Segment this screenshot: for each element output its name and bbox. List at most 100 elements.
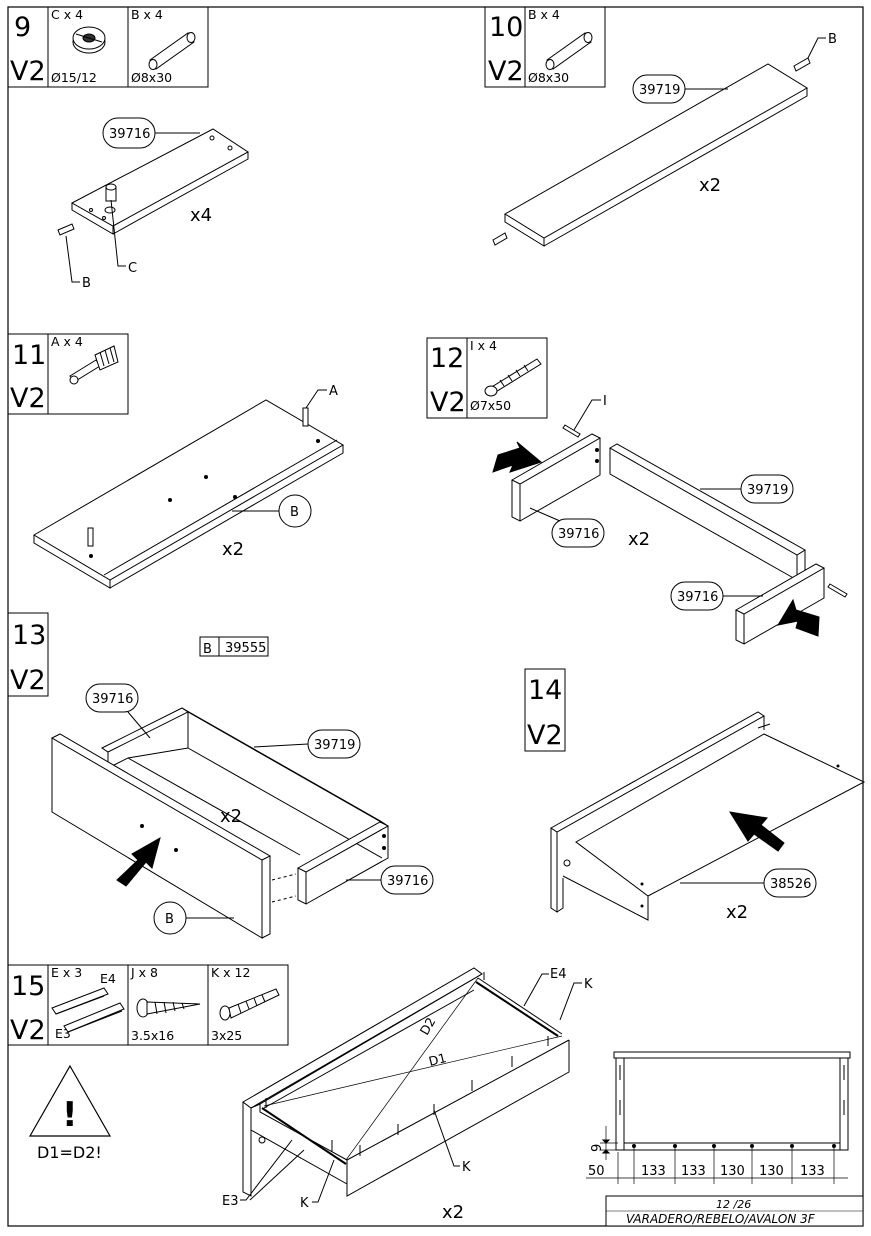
dowel-icon bbox=[148, 32, 196, 70]
callout-39716: 39716 bbox=[529, 507, 605, 548]
callout-b: B bbox=[153, 901, 234, 935]
svg-text:K: K bbox=[462, 1160, 471, 1175]
arrow-icon bbox=[728, 811, 785, 852]
callout-39716: 39716 bbox=[85, 683, 151, 739]
svg-text:B: B bbox=[290, 505, 299, 520]
step-15: 15 V2 E x 3 E4 E3 J x 8 3.5x16 K x 12 3x… bbox=[7, 964, 851, 1223]
step-12: 12 V2 I x 4 Ø7x50 bbox=[426, 337, 848, 645]
svg-text:B: B bbox=[82, 276, 91, 291]
svg-text:!: ! bbox=[62, 1095, 78, 1135]
callout-k: K bbox=[300, 1159, 335, 1211]
board-39719 bbox=[492, 57, 811, 247]
drawer-frame bbox=[50, 707, 390, 939]
svg-text:E3: E3 bbox=[222, 1194, 239, 1209]
step-version: V2 bbox=[527, 720, 563, 751]
callout-39719: 39719 bbox=[700, 474, 794, 504]
drawer-assembly bbox=[550, 711, 866, 921]
dimension-value: 50 bbox=[588, 1164, 605, 1179]
part-size: 3x25 bbox=[211, 1028, 242, 1043]
svg-text:B: B bbox=[203, 642, 212, 657]
part-size: Ø7x50 bbox=[470, 398, 511, 413]
drawer-slide-icon bbox=[51, 987, 125, 1033]
callout-b: B bbox=[232, 494, 312, 528]
svg-text:39555: 39555 bbox=[225, 641, 266, 656]
part-qty: C x 4 bbox=[51, 7, 83, 22]
callout-k: K bbox=[559, 977, 593, 1021]
cabinet-carcass: D2 D1 bbox=[242, 967, 570, 1197]
step-version: V2 bbox=[10, 56, 46, 87]
connector-bolt-icon bbox=[69, 345, 119, 385]
svg-text:39716: 39716 bbox=[677, 590, 718, 605]
dimension-value: 130 bbox=[720, 1164, 745, 1179]
svg-text:C: C bbox=[128, 261, 137, 276]
svg-text:39716: 39716 bbox=[92, 692, 133, 707]
side-panel-39716-back bbox=[734, 563, 826, 645]
svg-text:39716: 39716 bbox=[558, 527, 599, 542]
part-size: 3.5x16 bbox=[131, 1028, 174, 1043]
long-panel-39719 bbox=[608, 443, 806, 581]
callout-i: I bbox=[573, 394, 607, 431]
part-qty: B x 4 bbox=[131, 7, 163, 22]
svg-text:A: A bbox=[329, 384, 338, 399]
step-version: V2 bbox=[430, 387, 466, 418]
svg-text:K: K bbox=[584, 977, 593, 992]
svg-text:38526: 38526 bbox=[770, 877, 811, 892]
part-qty: K x 12 bbox=[211, 965, 250, 980]
step-version: V2 bbox=[488, 56, 524, 87]
step-version: V2 bbox=[10, 1015, 46, 1046]
callout-b: B bbox=[807, 32, 837, 59]
quantity-multiplier: x2 bbox=[222, 539, 244, 560]
dowel-icon bbox=[545, 32, 593, 70]
quantity-multiplier: x2 bbox=[628, 529, 650, 550]
board-39716 bbox=[57, 128, 249, 236]
svg-text:39719: 39719 bbox=[747, 483, 788, 498]
svg-text:B: B bbox=[828, 32, 837, 47]
part-qty: J x 8 bbox=[130, 965, 158, 980]
step-number: 10 bbox=[489, 12, 523, 43]
screw bbox=[562, 424, 848, 598]
callout-39719: 39719 bbox=[253, 729, 361, 759]
step-14: 14 V2 38526 x2 bbox=[524, 668, 866, 923]
part-qty: A x 4 bbox=[51, 334, 83, 349]
step-number: 9 bbox=[14, 12, 31, 43]
svg-text:39719: 39719 bbox=[639, 83, 680, 98]
front-view-drawing bbox=[613, 1051, 851, 1151]
step-version: V2 bbox=[10, 383, 46, 414]
dimension-value: 130 bbox=[759, 1164, 784, 1179]
part-size: Ø8x30 bbox=[528, 70, 569, 85]
callout-39716: 39716 bbox=[102, 117, 200, 149]
quantity-multiplier: x2 bbox=[726, 902, 748, 923]
part-qty: E x 3 bbox=[51, 965, 82, 980]
callout-38526: 38526 bbox=[680, 868, 817, 898]
part-qty: I x 4 bbox=[470, 338, 497, 353]
callout-39719: 39719 bbox=[632, 74, 728, 104]
part-extra: E4 bbox=[100, 971, 116, 986]
warning-text: D1=D2! bbox=[37, 1143, 102, 1162]
callout-e4: E4 bbox=[523, 967, 567, 1007]
callout-c: C bbox=[110, 199, 137, 276]
quantity-multiplier: x2 bbox=[699, 175, 721, 196]
svg-text:K: K bbox=[300, 1196, 309, 1211]
footer-title: VARADERO/REBELO/AVALON 3F bbox=[626, 1212, 816, 1226]
callout-a: A bbox=[305, 384, 338, 409]
diagonal-label: D2 bbox=[417, 1015, 439, 1038]
svg-text:39716: 39716 bbox=[109, 127, 150, 142]
part-size: Ø8x30 bbox=[131, 70, 172, 85]
callout-39716: 39716 bbox=[346, 865, 434, 895]
diagonal-label: D1 bbox=[427, 1050, 448, 1069]
svg-text:I: I bbox=[603, 394, 607, 409]
step-13: 13 V2 B 39555 bbox=[7, 612, 434, 939]
screw-icon bbox=[219, 988, 280, 1021]
callout-k: K bbox=[433, 1109, 471, 1175]
screw-icon bbox=[136, 998, 201, 1018]
arrow-icon bbox=[492, 441, 820, 637]
step-9: 9 V2 C x 4 Ø15/12 B x 4 Ø8x30 bbox=[7, 6, 249, 291]
svg-text:39716: 39716 bbox=[387, 874, 428, 889]
warning-icon: ! bbox=[28, 1064, 112, 1137]
quantity-multiplier: x2 bbox=[442, 1202, 464, 1223]
callout-39716: 39716 bbox=[670, 581, 763, 611]
cam-lock-icon bbox=[72, 26, 106, 54]
screw-icon bbox=[484, 358, 542, 397]
step-number: 11 bbox=[12, 340, 46, 371]
arrow-icon bbox=[116, 836, 161, 887]
